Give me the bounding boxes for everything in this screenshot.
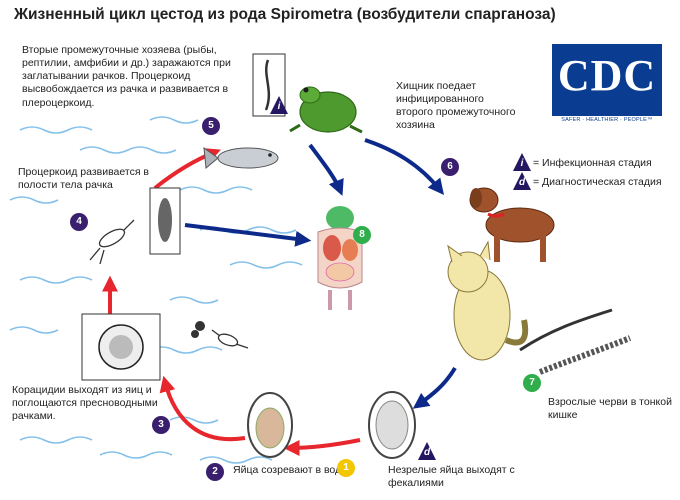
step-8-badge: 8 <box>353 226 371 244</box>
dog-icon <box>469 187 555 262</box>
step-6-text: Хищник поедает инфицированного второго п… <box>396 80 516 132</box>
cdc-logo-box <box>552 44 662 116</box>
step-3-badge: 3 <box>152 416 170 434</box>
step-7-badge: 7 <box>523 374 541 392</box>
worm-icon <box>519 308 632 375</box>
step-3-text: Корацидии выходят из яиц и поглощаются п… <box>12 384 158 423</box>
arrow-frog-to-dog <box>364 138 444 195</box>
step-4-text: Процеркоид развивается в полости тела ра… <box>18 166 149 192</box>
step-1-badge: 1 <box>337 459 355 477</box>
coracidium-icon <box>81 313 161 381</box>
crustacean-panel <box>149 187 181 255</box>
step-2-badge: 2 <box>206 463 224 481</box>
cdc-logo-text: CDC <box>557 51 657 100</box>
fish-icon <box>203 146 279 169</box>
arrow-frog-to-human <box>308 143 344 196</box>
water-waves <box>9 116 303 464</box>
human-organs-icon <box>317 206 363 310</box>
cat-icon <box>447 240 529 361</box>
legend-diagnostic-label: = Диагностическая стадия <box>533 176 662 188</box>
cdc-logo: CDC SAFER · HEALTHIER · PEOPLE™ <box>552 44 662 126</box>
cdc-logo-tagline: SAFER · HEALTHIER · PEOPLE™ <box>561 117 653 123</box>
legend-infective-label: = Инфекционная стадия <box>533 157 652 169</box>
step-d-text: Незрелые яйца выходят с фекалиями <box>388 464 515 490</box>
page-title: Жизненный цикл цестод из рода Spirometra… <box>14 6 556 23</box>
arrow-cat-to-eggs <box>412 366 457 409</box>
embryonated-egg-icon <box>247 392 293 458</box>
step-4-badge: 4 <box>70 213 88 231</box>
arrow-crustacean-to-human <box>184 223 312 247</box>
crustacean-icon <box>89 219 249 349</box>
coracidia-small-icon <box>191 321 205 338</box>
step-6-badge: 6 <box>441 158 459 176</box>
step-5-text: Вторые промежуточные хозяева (рыбы, репт… <box>22 44 231 109</box>
step-5-badge: 5 <box>202 117 220 135</box>
arrow-eggs-to-coracidium <box>159 375 246 442</box>
step-7-text: Взрослые черви в тонкой кишке <box>548 396 672 422</box>
egg-icon <box>368 391 416 459</box>
frog-icon <box>289 86 363 134</box>
arrow-eggs-to-water <box>283 438 361 456</box>
step-1-text: Яйца созревают в воде <box>233 464 348 476</box>
